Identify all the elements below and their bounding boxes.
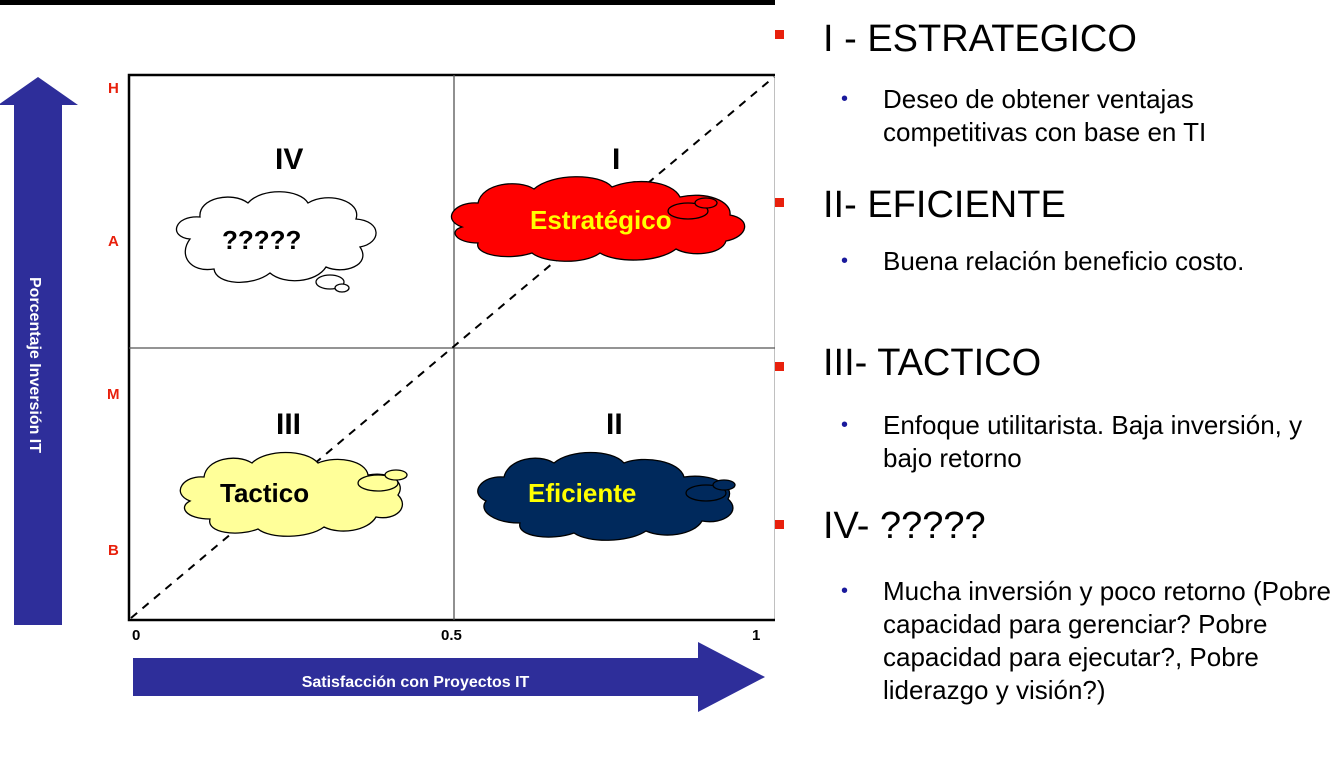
level-b: B bbox=[108, 542, 119, 559]
cloud-i-label: Estratégico bbox=[530, 205, 672, 235]
legend-heading-iii: III- TACTICO bbox=[823, 342, 1042, 384]
legend-bullet-dot: • bbox=[841, 580, 849, 602]
cloud-iv bbox=[175, 191, 377, 293]
cloud-iii bbox=[179, 451, 408, 537]
legend-body-ii: Buena relación beneficio costo. bbox=[883, 246, 1245, 276]
quadrant-numeral-iii: III bbox=[268, 408, 310, 442]
quadrant-numeral-ii: II bbox=[606, 408, 623, 441]
quadrant-numeral-iv: IV bbox=[275, 143, 304, 176]
legend-body-iv: Mucha inversión y poco retorno (Pobre ca… bbox=[883, 576, 1332, 705]
level-a: A bbox=[108, 233, 119, 250]
top-border bbox=[0, 0, 1332, 5]
cloud-ii-label: Eficiente bbox=[528, 478, 637, 508]
legend-bullet-square bbox=[775, 362, 784, 371]
legend-bullet-square bbox=[775, 30, 784, 39]
legend-bullet-square bbox=[775, 520, 784, 529]
legend-heading-i: I - ESTRATEGICO bbox=[823, 18, 1137, 60]
x-axis-label: Satisfacción con Proyectos IT bbox=[301, 674, 530, 691]
quadrant-numeral-i: I bbox=[612, 143, 621, 176]
cloud-ii bbox=[477, 451, 736, 541]
y-axis-label: Porcentaje Inversión IT bbox=[26, 276, 43, 454]
x-tick-0-5: 0.5 bbox=[441, 627, 462, 644]
cloud-iii-label: Tactico bbox=[220, 478, 310, 508]
x-tick-0: 0 bbox=[132, 627, 141, 644]
level-h: H bbox=[108, 80, 119, 97]
legend-heading-iv: IV- ????? bbox=[823, 505, 986, 547]
cloud-i bbox=[450, 176, 746, 262]
quadrant-diagram bbox=[0, 73, 775, 712]
legend-heading-ii: II- EFICIENTE bbox=[823, 184, 1066, 226]
cloud-iv-label: ????? bbox=[222, 225, 302, 255]
legend-bullet-dot: • bbox=[841, 88, 849, 110]
legend-body-i: Deseo de obtener ventajas competitivas c… bbox=[883, 84, 1207, 147]
level-m: M bbox=[107, 386, 120, 403]
x-tick-1: 1 bbox=[752, 627, 761, 644]
legend-panel bbox=[775, 0, 1332, 776]
legend: I - ESTRATEGICO • Deseo de obtener venta… bbox=[775, 0, 1332, 776]
x-axis-arrow bbox=[133, 642, 765, 712]
y-axis-arrow bbox=[0, 77, 78, 625]
legend-bullet-dot: • bbox=[841, 414, 849, 436]
legend-bullet-square bbox=[775, 198, 784, 207]
legend-bullet-dot: • bbox=[841, 250, 849, 272]
legend-body-iii: Enfoque utilitarista. Baja inversión, y … bbox=[883, 410, 1303, 473]
